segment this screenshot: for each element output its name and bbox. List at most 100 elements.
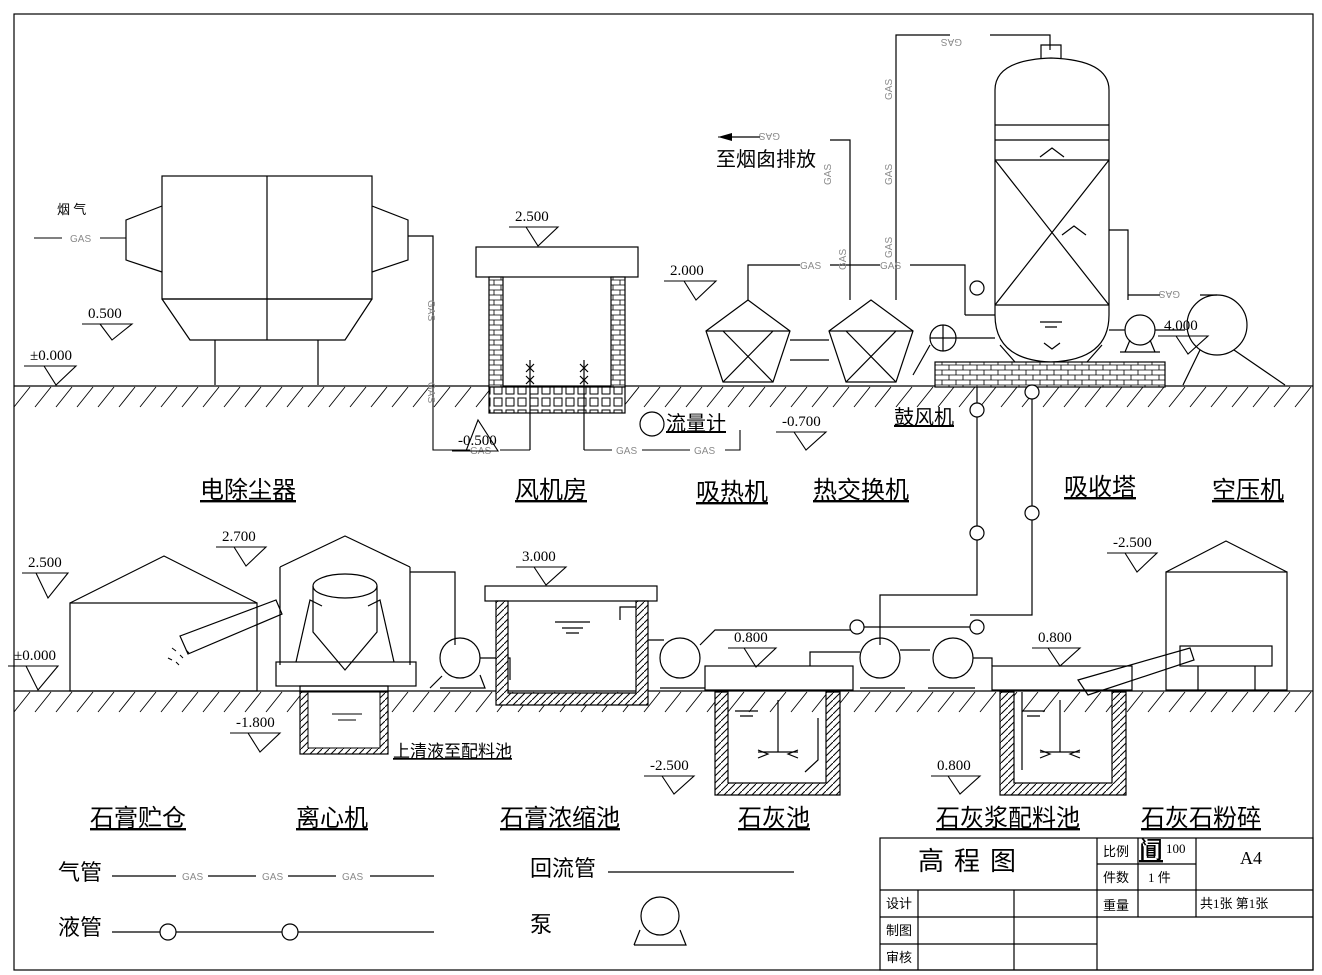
svg-text:GAS: GAS — [880, 261, 901, 272]
svg-text:GAS: GAS — [182, 872, 203, 883]
circulation-pump — [1109, 314, 1185, 353]
equipment-label: 离心机 — [296, 805, 368, 832]
elevation-value: 0.800 — [937, 758, 971, 774]
svg-text:GAS: GAS — [342, 872, 363, 883]
lime-pool — [704, 665, 854, 796]
svg-text:间: 间 — [1140, 840, 1162, 865]
elevation-marker: 2.000 — [664, 263, 718, 301]
elevation-value: -0.700 — [782, 414, 821, 430]
tower-foundation — [934, 361, 1166, 388]
elevation-marker: -2.500 — [644, 758, 696, 795]
legend-return-label: 回流管 — [530, 856, 596, 881]
svg-text:A4: A4 — [1240, 848, 1262, 868]
elevation-marker: 0.800 — [931, 758, 982, 795]
elevation-marker: 3.000 — [516, 549, 568, 586]
elevation-value: 3.000 — [522, 549, 556, 565]
blower-label: 鼓风机 — [894, 406, 954, 429]
equipment-label: 石灰浆配料池 — [936, 805, 1080, 832]
legend: 气管 GAS GAS GAS 液管 回流管 泵 — [58, 856, 794, 946]
svg-text:GAS: GAS — [616, 446, 637, 457]
svg-text:重量: 重量 — [1103, 898, 1129, 913]
elevation-value: -0.500 — [458, 433, 497, 449]
svg-text:GAS: GAS — [800, 261, 821, 272]
svg-text:GAS: GAS — [262, 872, 283, 883]
heat-absorber — [705, 299, 791, 383]
elevation-value: -1.800 — [236, 715, 275, 731]
gas-pipe-inlet: GAS — [34, 234, 126, 245]
to-chimney-label: 至烟囱排放 — [716, 148, 816, 171]
equipment-label: 间 — [1139, 837, 1163, 864]
blower — [912, 324, 995, 376]
gypsum-thickener — [484, 585, 658, 706]
fan-room-pipes — [432, 385, 741, 451]
svg-text:GAS: GAS — [823, 164, 834, 185]
elevation-value: 2.700 — [222, 529, 256, 545]
svg-text:GAS: GAS — [941, 36, 962, 47]
equipment-label: 石膏浓缩池 — [500, 805, 620, 832]
elevation-marker: -0.500 — [452, 418, 500, 452]
equipment-label: 吸热机 — [696, 479, 768, 506]
elevation-marker: 2.500 — [22, 555, 70, 600]
sheet-border — [13, 13, 1314, 971]
pump-4 — [928, 637, 993, 689]
slurry-pool — [991, 665, 1133, 796]
fan-room — [475, 246, 639, 450]
elevation-value: 0.500 — [88, 306, 122, 322]
legend-liquid-label: 液管 — [58, 915, 102, 940]
drawing-title: 高程图 — [918, 847, 1026, 876]
equipment-label: 空压机 — [1212, 477, 1284, 504]
elevation-marker: ±0.000 — [8, 648, 60, 691]
elevation-marker: 0.800 — [728, 630, 778, 668]
elevation-marker: 0.500 — [82, 306, 134, 341]
precipitator — [125, 175, 434, 385]
elevation-value: 0.800 — [734, 630, 768, 646]
svg-text:GAS: GAS — [425, 300, 436, 321]
air-compressor — [1128, 294, 1286, 386]
elevation-marker: 2.500 — [509, 209, 560, 247]
elevation-value: 2.500 — [515, 209, 549, 225]
equipment-label: 石膏贮仓 — [90, 805, 186, 832]
elevation-marker: ±0.000 — [24, 348, 78, 386]
elevation-marker: 4.000 — [1158, 318, 1210, 355]
elevation-marker: 2.700 — [216, 529, 268, 567]
svg-text:GAS: GAS — [838, 249, 849, 270]
pump-2 — [648, 619, 985, 689]
svg-text:GAS: GAS — [884, 164, 895, 185]
svg-text:GAS: GAS — [1159, 288, 1180, 299]
pump-3 — [809, 637, 930, 689]
elevation-markers: 2.500 ±0.000 0.500 -0.500 2.000 -0.700 0.800 2.… — [8, 209, 1210, 795]
svg-text:制图: 制图 — [886, 923, 912, 938]
title-block — [879, 837, 1314, 971]
elevation-value: -2.500 — [650, 758, 689, 774]
svg-text:GAS: GAS — [884, 237, 895, 258]
flow-meter-label: 流量计 — [666, 412, 726, 435]
svg-text:设计: 设计 — [886, 896, 912, 911]
svg-text:GAS: GAS — [759, 130, 780, 141]
svg-text:GAS: GAS — [694, 446, 715, 457]
elevation-marker: -0.700 — [776, 414, 828, 451]
flue-gas-label: 烟 气 — [57, 202, 86, 217]
equipment-label: 风机房 — [515, 477, 587, 504]
elevation-value: 0.800 — [1038, 630, 1072, 646]
flow-meter-icon — [639, 411, 665, 437]
equipment-labels: 电除尘器风机房吸热机热交换机吸收塔空压机石膏贮仓离心机石膏浓缩池石灰池石灰浆配料… — [90, 474, 1284, 864]
legend-gas-label: 气管 — [58, 860, 102, 885]
svg-text:件数: 件数 — [1103, 870, 1129, 885]
svg-text:GAS: GAS — [70, 234, 91, 245]
heat-exchanger — [730, 34, 1051, 383]
pump-icon — [640, 896, 680, 936]
elevation-marker: -2.500 — [1107, 535, 1159, 573]
svg-text:共1张 第1张: 共1张 第1张 — [1200, 896, 1268, 911]
svg-text:比例: 比例 — [1103, 844, 1129, 859]
elevation-value: 2.000 — [670, 263, 704, 279]
gypsum-silo — [69, 555, 283, 692]
elevation-value: ±0.000 — [14, 648, 56, 664]
svg-text:1 件: 1 件 — [1148, 870, 1171, 885]
svg-text:GAS: GAS — [884, 79, 895, 100]
svg-text:审核: 审核 — [886, 950, 912, 965]
elevation-value: ±0.000 — [30, 348, 72, 364]
gypsum-dots — [167, 647, 190, 666]
equipment-label: 热交换机 — [813, 477, 909, 504]
